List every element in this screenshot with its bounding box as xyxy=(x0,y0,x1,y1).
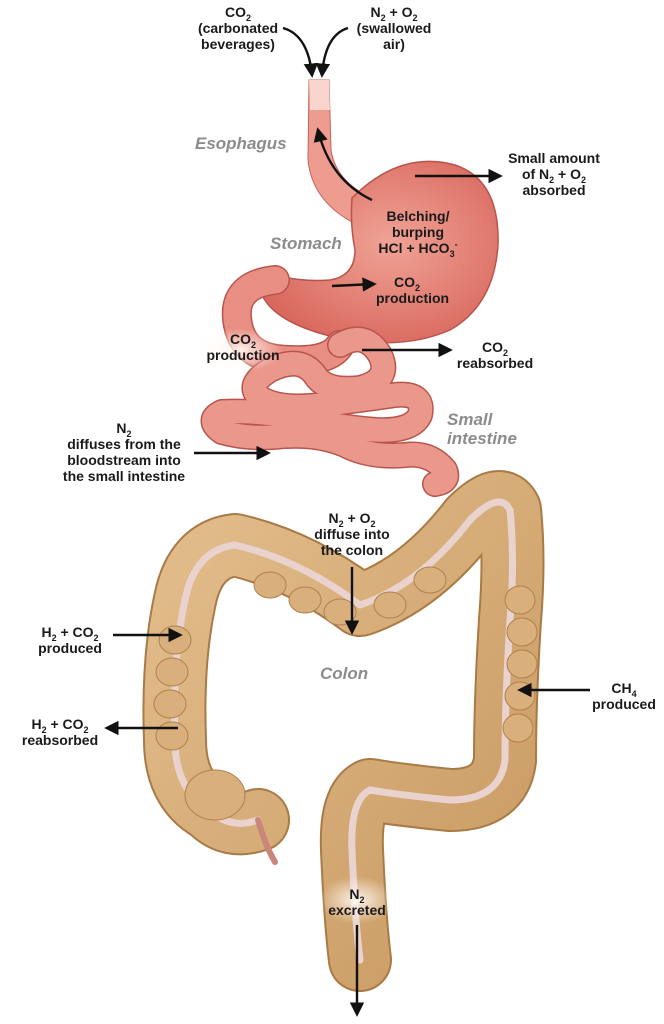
arrow-co2-stomach xyxy=(331,277,377,292)
arrow-belching xyxy=(313,127,373,202)
small-intestine-label: Small intestine xyxy=(447,410,517,448)
stomach-label: Stomach xyxy=(270,234,342,253)
glow-duodenum xyxy=(198,328,282,372)
esophagus-label: Esophagus xyxy=(195,134,287,153)
h2co2-produced-label: H2 + CO2 produced xyxy=(38,624,102,656)
belching-label: Belching/ burping HCl + HCO3- xyxy=(378,208,458,259)
h2co2-reabsorbed-label: H2 + CO2 reabsorbed xyxy=(21,716,99,748)
colon-label: Colon xyxy=(320,664,369,683)
small-intestine-line1: Small xyxy=(447,410,493,429)
n2-excreted-label: N2 excreted xyxy=(328,886,386,918)
arrow-n2o2-in xyxy=(315,26,349,78)
co2-reabsorbed-label: CO2 reabsorbed xyxy=(456,339,534,371)
n2-diffuses-label: N2 diffuses from the bloodstream into th… xyxy=(62,420,186,484)
small-intestine-line2: intestine xyxy=(447,429,517,448)
n2o2-swallowed-label: N2 + O2 (swallowed air) xyxy=(356,4,432,52)
co2-carbonated-label: CO2 (carbonated beverages) xyxy=(197,4,279,52)
arrow-co2-in xyxy=(282,26,319,78)
co2-production-stomach-label: CO2 production xyxy=(376,274,450,306)
co2-production-duodenum-label: CO2 production xyxy=(206,331,280,363)
n2o2-diffuse-colon-label: N2 + O2 diffuse into the colon xyxy=(314,510,390,558)
glow-rectum xyxy=(319,876,395,924)
ch4-produced-label: CH4 produced xyxy=(592,680,656,712)
small-amount-absorbed-label: Small amount of N2 + O2 absorbed xyxy=(508,150,600,198)
